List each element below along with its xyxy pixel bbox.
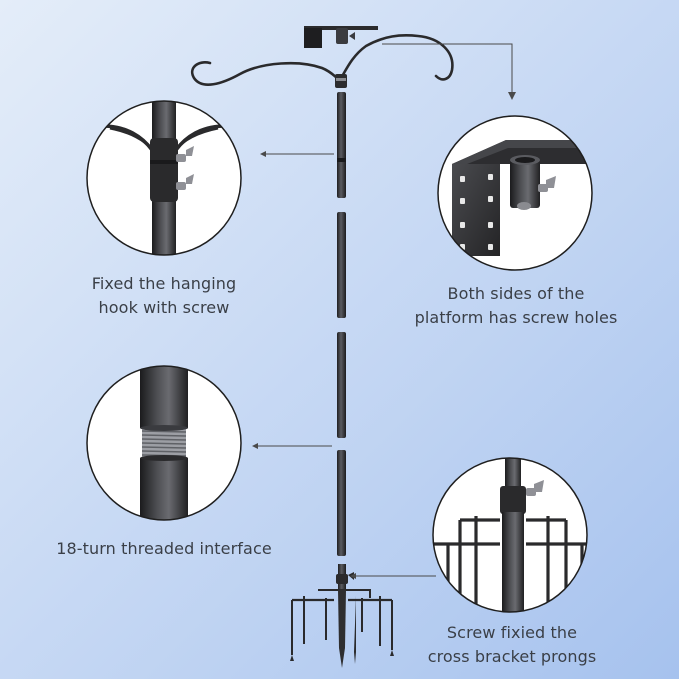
pole-segment-3: [337, 332, 346, 438]
leader-lines: [252, 43, 516, 579]
pole-assembly: [190, 26, 454, 668]
detail-circle-thread: [86, 365, 242, 521]
pole-segment-1: [337, 92, 346, 198]
pole-segment-4: [337, 450, 346, 556]
caption-hook-line-1: Fixed the hanging: [91, 274, 237, 293]
pole-segment-2: [337, 212, 346, 318]
detail-circle-hook: [86, 100, 242, 256]
caption-platform: Both sides of the platform has screw hol…: [392, 282, 640, 330]
caption-thread: 18-turn threaded interface: [36, 537, 292, 561]
detail-circle-platform: [437, 115, 593, 271]
caption-prongs-line-1: Screw fixied the: [446, 623, 578, 642]
hanging-hook: [190, 34, 454, 86]
caption-prongs-line-2: cross bracket prongs: [427, 647, 597, 666]
ground-stake-base: [290, 564, 394, 668]
top-bracket: [304, 26, 378, 48]
caption-platform-line-1: Both sides of the: [447, 284, 585, 303]
leader-platform: [382, 43, 513, 98]
caption-prongs: Screw fixied the cross bracket prongs: [392, 621, 632, 669]
caption-thread-line-1: 18-turn threaded interface: [56, 539, 272, 558]
caption-hook-line-2: hook with screw: [98, 298, 230, 317]
caption-hook: Fixed the hanging hook with screw: [44, 272, 284, 320]
caption-platform-line-2: platform has screw holes: [414, 308, 618, 327]
detail-circle-prongs: [432, 457, 588, 613]
